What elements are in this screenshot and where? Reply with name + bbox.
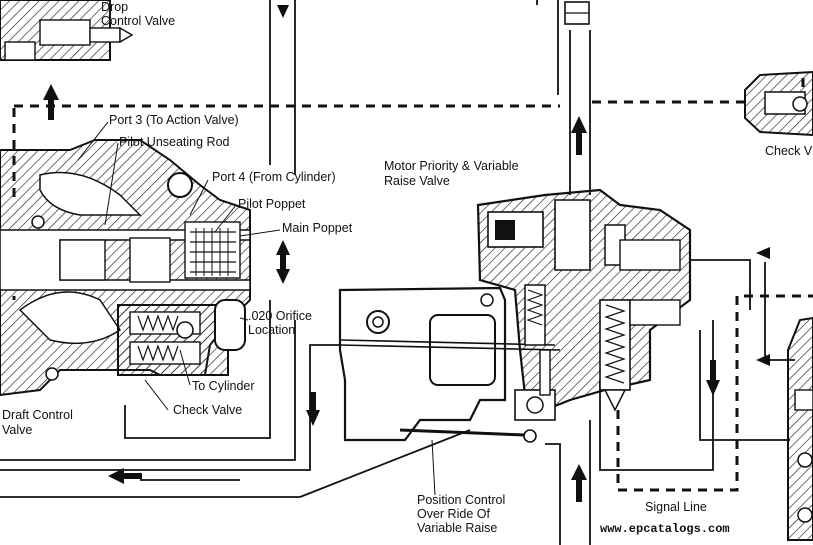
position-control-label-line3: Variable Raise	[417, 521, 498, 535]
drop-control-valve-label-line1: Drop	[101, 0, 129, 14]
motor-priority-label-line2: Raise Valve	[384, 174, 450, 188]
arrow-down-icon	[277, 5, 289, 18]
draft-control-valve-label-line1: Draft Control	[2, 408, 73, 422]
arrow-double-icon	[276, 269, 290, 284]
pilot-poppet-label: Pilot Poppet	[238, 197, 306, 211]
position-control-label-line1: Position Control	[417, 493, 506, 507]
drop-control-valve	[0, 0, 134, 61]
arrow-up-icon	[571, 116, 587, 133]
port3-label: Port 3 (To Action Valve)	[109, 113, 239, 127]
arrow-left-icon	[108, 468, 124, 484]
watermark: www.epcatalogs.com	[600, 522, 730, 536]
to-cylinder-label: To Cylinder	[192, 379, 255, 393]
motor-priority-label-line1: Motor Priority & Variable	[384, 159, 519, 173]
arrow-down-icon	[306, 410, 320, 426]
left-valve-body	[0, 139, 251, 397]
motor-priority-valve	[476, 188, 692, 421]
check-valve-right	[744, 70, 813, 137]
orifice-label-line2: Location	[248, 323, 296, 337]
check-valve-label: Check Valve	[173, 403, 243, 417]
arrow-up-icon	[43, 84, 59, 100]
arrow-double-icon	[276, 240, 290, 255]
pilot-unseating-rod-label: Pilot Unseating Rod	[119, 135, 230, 149]
signal-line-label: Signal Line	[645, 500, 707, 514]
orifice-label-line1: .020 Orifice	[248, 309, 312, 323]
position-control-label-line2: Over Ride Of	[417, 507, 490, 521]
leader-lines	[77, 121, 436, 496]
draft-control-valve-label-line2: Valve	[2, 423, 33, 437]
check-valve-right-label: Check V	[765, 144, 813, 158]
right-component	[787, 316, 813, 541]
drop-control-valve-label-line2: Control Valve	[101, 14, 176, 28]
flow-arrows	[43, 5, 770, 502]
arrow-left-icon	[756, 354, 770, 366]
arrow-up-icon	[571, 464, 587, 480]
arrow-left-icon	[756, 247, 770, 259]
vertical-tube	[564, 1, 590, 25]
main-poppet-label: Main Poppet	[282, 221, 353, 235]
port4-label: Port 4 (From Cylinder)	[212, 170, 336, 184]
arrow-down-icon	[706, 380, 720, 396]
